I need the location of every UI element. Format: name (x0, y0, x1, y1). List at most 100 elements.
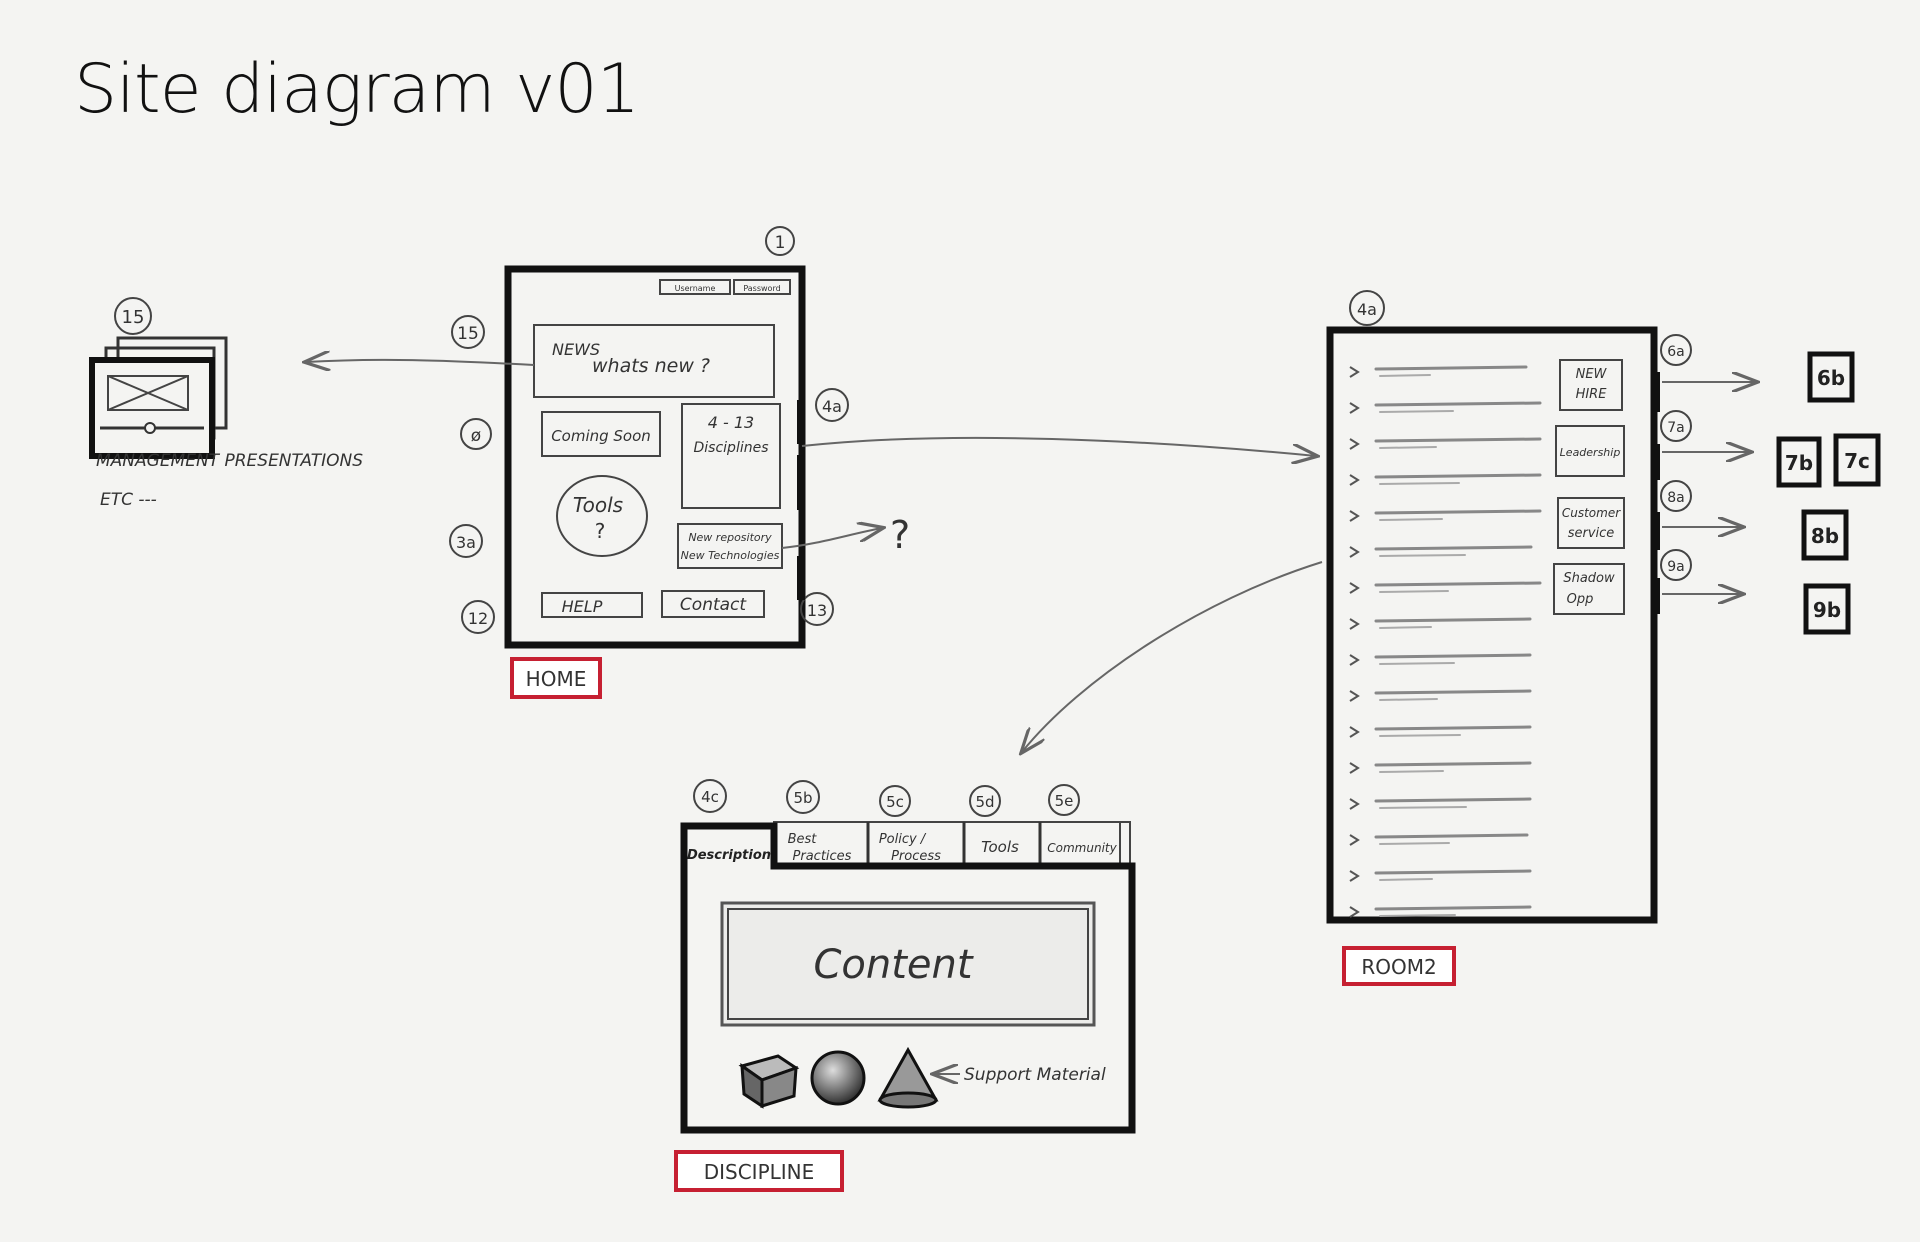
svg-text:7c: 7c (1844, 449, 1870, 473)
list-caret-icon[interactable] (1349, 618, 1360, 630)
repository-box[interactable] (677, 523, 783, 569)
list-caret-icon[interactable] (1349, 906, 1360, 918)
list-item-subline (1379, 482, 1460, 485)
badge-3a: 3a (456, 533, 476, 552)
list-item-subline (1379, 590, 1449, 593)
menu-customer-service[interactable] (1557, 497, 1625, 549)
tab-community[interactable]: Community (1047, 841, 1117, 855)
badge-4a-room: 4a (1357, 300, 1377, 319)
news-box[interactable] (533, 324, 775, 398)
home-label: HOME (526, 667, 587, 691)
target-6b[interactable] (1807, 351, 1855, 403)
list-item-subline (1379, 626, 1432, 629)
discipline-label: DISCIPLINE (704, 1160, 815, 1184)
room-list (1349, 365, 1542, 918)
svg-text:Process: Process (891, 849, 941, 864)
tools-circle[interactable] (556, 475, 648, 557)
badge-4a-home: 4a (822, 397, 842, 416)
repository-label: New Technologies (681, 549, 780, 562)
list-caret-icon[interactable] (1349, 510, 1360, 522)
list-caret-icon[interactable] (1349, 366, 1360, 378)
list-caret-icon[interactable] (1349, 402, 1360, 414)
help-button[interactable] (541, 592, 643, 618)
list-caret-icon[interactable] (1349, 654, 1360, 666)
list-item-line (1374, 797, 1532, 803)
arrow-repository-to-unknown (781, 528, 882, 549)
cone-icon[interactable] (877, 1046, 939, 1109)
badge-15-top: 15 (122, 307, 145, 328)
badge-1: 1 (775, 233, 786, 253)
disciplines-label: Disciplines (694, 440, 769, 456)
contact-button[interactable] (661, 590, 765, 618)
arrow-room-to-discipline (1022, 561, 1323, 752)
list-item-line (1374, 653, 1532, 659)
list-item-subline (1379, 554, 1466, 557)
menu-leadership[interactable] (1555, 425, 1625, 477)
home-label-box (510, 657, 602, 699)
list-caret-icon[interactable] (1349, 762, 1360, 774)
list-caret-icon[interactable] (1349, 438, 1360, 450)
list-caret-icon[interactable] (1349, 726, 1360, 738)
presentations-etc: ETC --- (100, 490, 157, 510)
tools-label: Tools (573, 493, 623, 517)
tab-tools[interactable]: Tools (981, 838, 1019, 856)
badge-5d: 5d (975, 793, 994, 811)
list-item-line (1374, 365, 1528, 371)
svg-text:7b: 7b (1785, 451, 1813, 475)
news-title: NEWS (552, 340, 600, 359)
badge-7a: 7a (1667, 420, 1685, 436)
list-caret-icon[interactable] (1349, 474, 1360, 486)
tab-policy-process[interactable]: Policy / Process (879, 832, 941, 864)
svg-text:8b: 8b (1811, 524, 1839, 548)
arrow-news-to-presentations (306, 360, 535, 365)
disciplines-box[interactable] (681, 403, 781, 509)
list-caret-icon[interactable] (1349, 798, 1360, 810)
coming-soon-box[interactable] (541, 411, 661, 457)
room-label: ROOM2 (1361, 955, 1436, 979)
target-8b[interactable] (1801, 509, 1849, 561)
svg-text:?: ? (595, 519, 606, 543)
target-9b[interactable] (1803, 583, 1851, 635)
list-item-subline (1379, 770, 1444, 773)
menu-shadow-opp[interactable] (1553, 563, 1625, 615)
list-item-line (1374, 437, 1542, 443)
list-item-line (1374, 869, 1532, 875)
list-item-line (1374, 617, 1532, 623)
list-caret-icon[interactable] (1349, 546, 1360, 558)
badge-5b: 5b (793, 789, 812, 807)
list-caret-icon[interactable] (1349, 870, 1360, 882)
list-item-line (1374, 761, 1532, 767)
svg-text:NEW: NEW (1576, 367, 1608, 382)
svg-text:Customer: Customer (1562, 506, 1621, 520)
svg-text:Username: Username (675, 284, 716, 293)
menu-new-hire[interactable] (1559, 359, 1623, 411)
svg-text:New repository: New repository (688, 531, 772, 544)
list-item-line (1374, 689, 1532, 695)
sphere-icon[interactable] (810, 1050, 866, 1106)
target-7c[interactable] (1833, 433, 1881, 487)
password-field[interactable] (733, 279, 791, 295)
list-item-line (1374, 401, 1542, 407)
svg-text:HIRE: HIRE (1576, 387, 1608, 402)
slide-front (89, 357, 215, 459)
presentations-label: MANAGEMENT PRESENTATIONS (96, 451, 363, 471)
svg-text:Contact: Contact (680, 595, 747, 615)
arrow-disciplines-to-room (801, 436, 1316, 456)
svg-text:HELP: HELP (562, 597, 603, 616)
tab-best-practices[interactable]: Best Practices (788, 832, 852, 864)
svg-text:4 - 13: 4 - 13 (708, 413, 754, 432)
list-caret-icon[interactable] (1349, 834, 1360, 846)
badge-4c: 4c (701, 788, 719, 806)
badge-5c: 5c (886, 793, 904, 811)
target-7b[interactable] (1776, 436, 1822, 488)
cube-icon[interactable] (738, 1054, 800, 1109)
list-item-subline (1379, 410, 1454, 413)
badge-13: 13 (807, 601, 827, 620)
list-caret-icon[interactable] (1349, 690, 1360, 702)
username-field[interactable] (659, 279, 731, 295)
list-caret-icon[interactable] (1349, 582, 1360, 594)
badge-circle (114, 297, 152, 335)
tab-description[interactable]: Description (687, 848, 771, 863)
